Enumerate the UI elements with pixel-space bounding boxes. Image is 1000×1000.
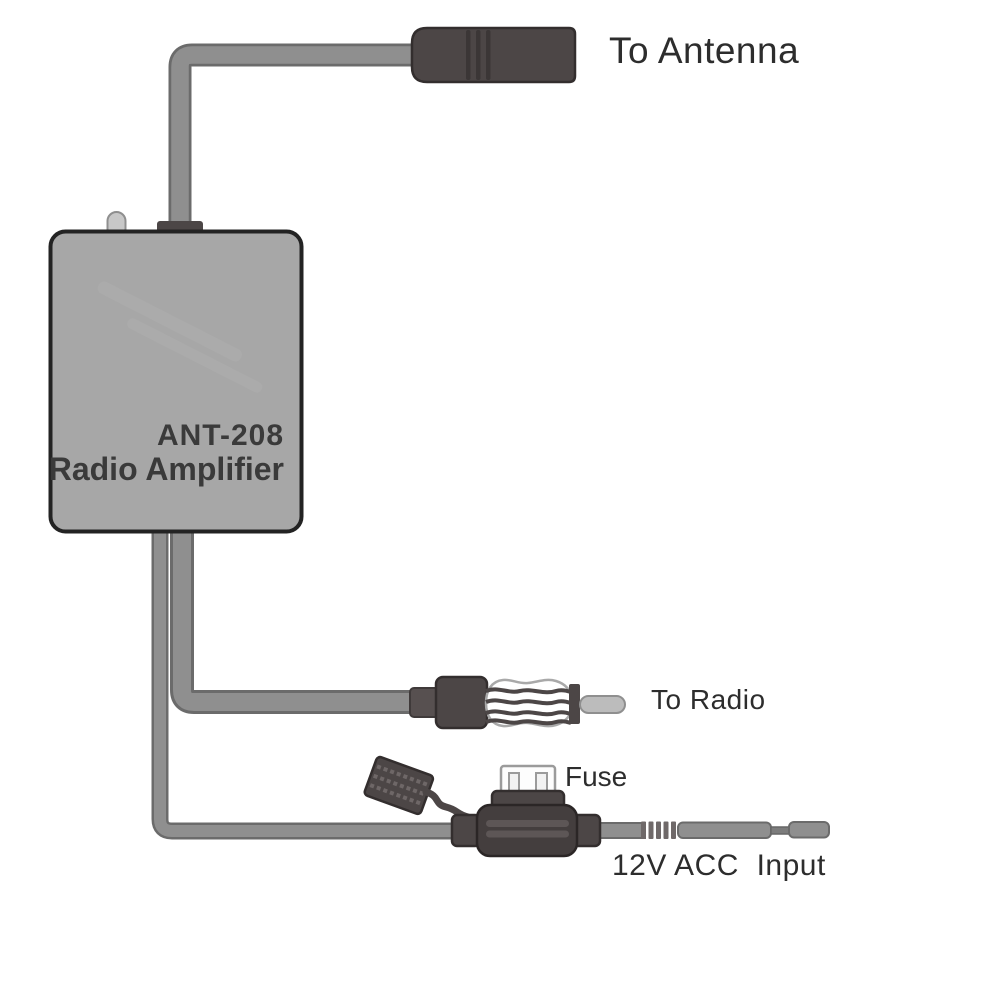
power-cable [151,528,462,840]
power-lead-rib [656,821,661,839]
amplifier-box-body [48,229,304,534]
to-antenna-label: To Antenna [609,30,800,71]
antenna-cable-core [171,46,416,238]
antenna-connector-ridge [476,30,481,80]
radio-cable-core [173,528,416,711]
box-sheen-streak [97,281,242,362]
radio-plug [409,675,626,730]
radio-plug-end-plate [569,684,580,724]
device-model-label: ANT-208 [156,419,284,452]
fuse-holder-cap [363,755,435,816]
fuse-holder-cap-texture [372,773,426,797]
to-radio-label: To Radio [651,684,766,715]
power-lead [589,821,830,839]
fuse-label: Fuse [565,761,628,792]
device-name-label: Radio Amplifier [48,451,284,488]
fuse-holder [363,755,602,858]
device-label: ANT-208 Radio Amplifier [40,419,284,488]
antenna-connector-ridge [486,30,491,80]
power-lead-sleeve [677,821,772,839]
radio-plug-pin [579,695,626,714]
power-input-label: 12V ACC Input [612,849,826,882]
fuse-holder-strap [422,788,472,821]
radio-plug-spring-strand [485,687,572,695]
antenna-cable-outline [168,43,416,238]
radio-plug-body [434,675,489,730]
antenna-connector [410,26,577,84]
power-lead-rib [663,821,669,839]
power-lead-rib [641,821,646,839]
fuse-holder-cap-texture [369,783,422,806]
radio-cable [170,528,416,714]
power-lead-terminal [788,821,830,839]
power-lead-neck [770,826,790,835]
fuse-holder-cap-texture [376,764,429,787]
amplifier-box [48,211,304,534]
antenna-cable [168,43,416,238]
power-cable-core [154,528,462,837]
fuse-holder-ridge [486,830,569,838]
radio-cable-outline [170,528,416,714]
radio-plug-spring-strand [485,698,572,706]
power-lead-rib [648,821,654,839]
power-lead-rib [671,821,676,839]
antenna-connector-body [410,26,577,84]
radio-plug-spring-strand [485,709,572,717]
antenna-connector-ridge [466,30,471,80]
box-sheen-streak [127,318,263,393]
fuse-holder-ridge [486,820,569,827]
radio-plug-spring-strand [485,718,572,726]
